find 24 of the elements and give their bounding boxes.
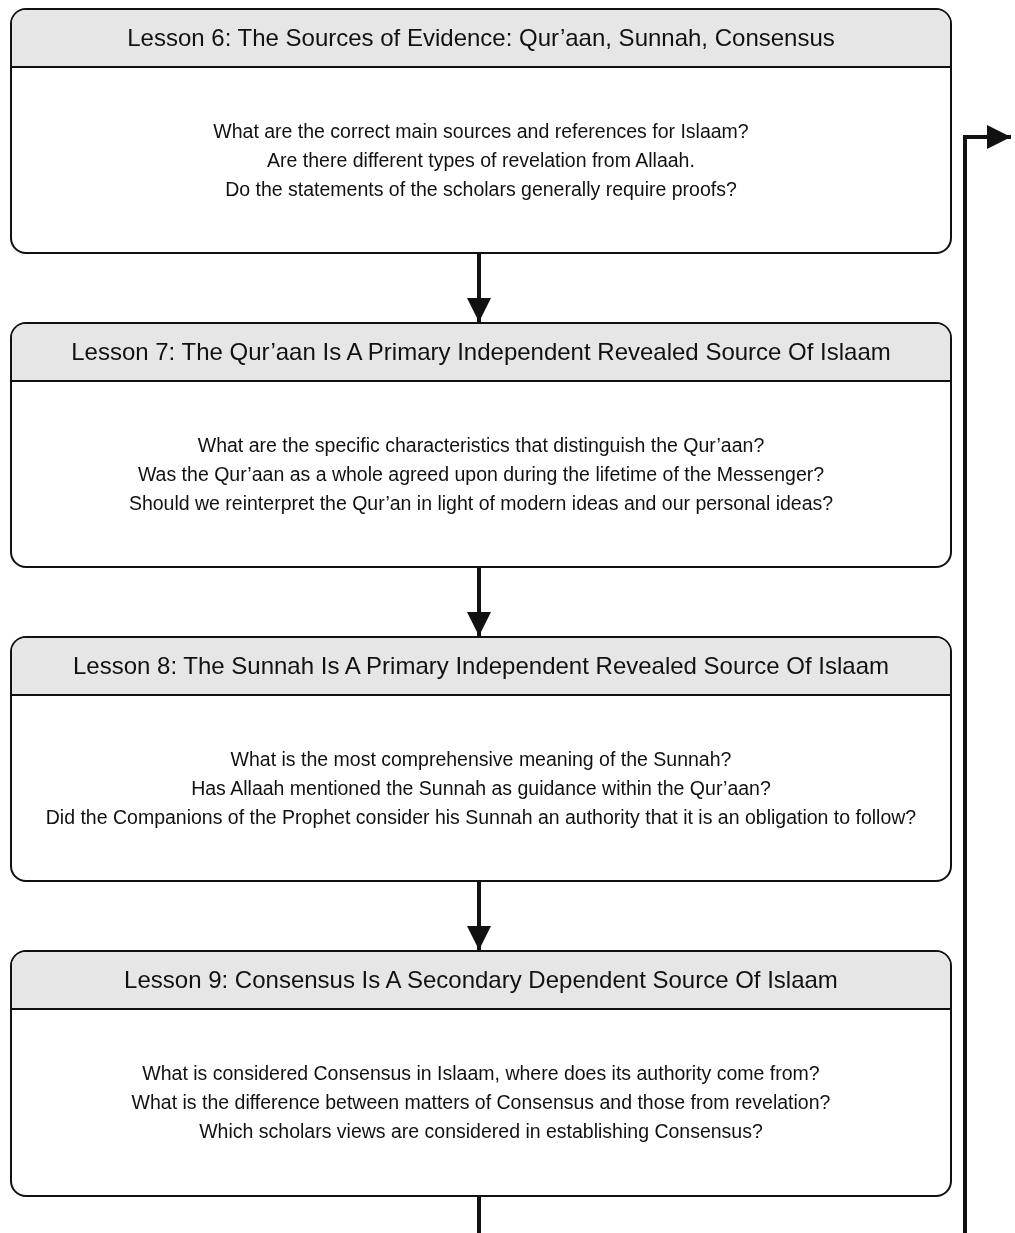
arrow (467, 882, 491, 950)
arrow (467, 568, 491, 636)
question-text: Should we reinterpret the Qur’an in light of modern ideas and our personal ideas? (128, 490, 834, 516)
lesson-heading: Lesson 9: Consensus Is A Secondary Dependent Source Of Islaam (12, 952, 950, 1010)
question-text: Do the statements of the scholars generally require proofs? (225, 176, 737, 202)
arrow (467, 254, 491, 322)
question-text: What is considered Consensus in Islaam, where does its authority come from? (142, 1061, 820, 1086)
question-text: Did the Companions of the Prophet consider his Sunnah an authority that it is an obligation to follow? (45, 804, 917, 830)
lesson-box (10, 636, 952, 882)
question-text: What is the difference between matters of Consensus and those from revelation? (131, 1090, 831, 1115)
question-text: What are the correct main sources and references for Islaam? (213, 118, 749, 144)
question-text: Was the Qur’aan as a whole agreed upon during the lifetime of the Messenger? (137, 461, 825, 487)
question-text: Are there different types of revelation from Allaah. (267, 147, 695, 173)
question-text: What are the specific characteristics that distinguish the Qur’aan? (197, 432, 765, 458)
lesson-box (10, 322, 952, 568)
lesson-box (10, 8, 952, 254)
arrow (477, 125, 1011, 1233)
question-text: Has Allaah mentioned the Sunnah as guidance within the Qur’aan? (191, 775, 771, 801)
lesson-box (10, 950, 952, 1197)
lesson-heading: Lesson 6: The Sources of Evidence: Qur’aan, Sunnah, Consensus (12, 10, 950, 68)
lesson-heading: Lesson 7: The Qur’aan Is A Primary Independent Revealed Source Of Islaam (12, 324, 950, 382)
lesson-heading: Lesson 8: The Sunnah Is A Primary Independent Revealed Source Of Islaam (12, 638, 950, 696)
question-text: What is the most comprehensive meaning of the Sunnah? (230, 746, 732, 772)
question-text: Which scholars views are considered in establishing Consensus? (199, 1119, 763, 1144)
